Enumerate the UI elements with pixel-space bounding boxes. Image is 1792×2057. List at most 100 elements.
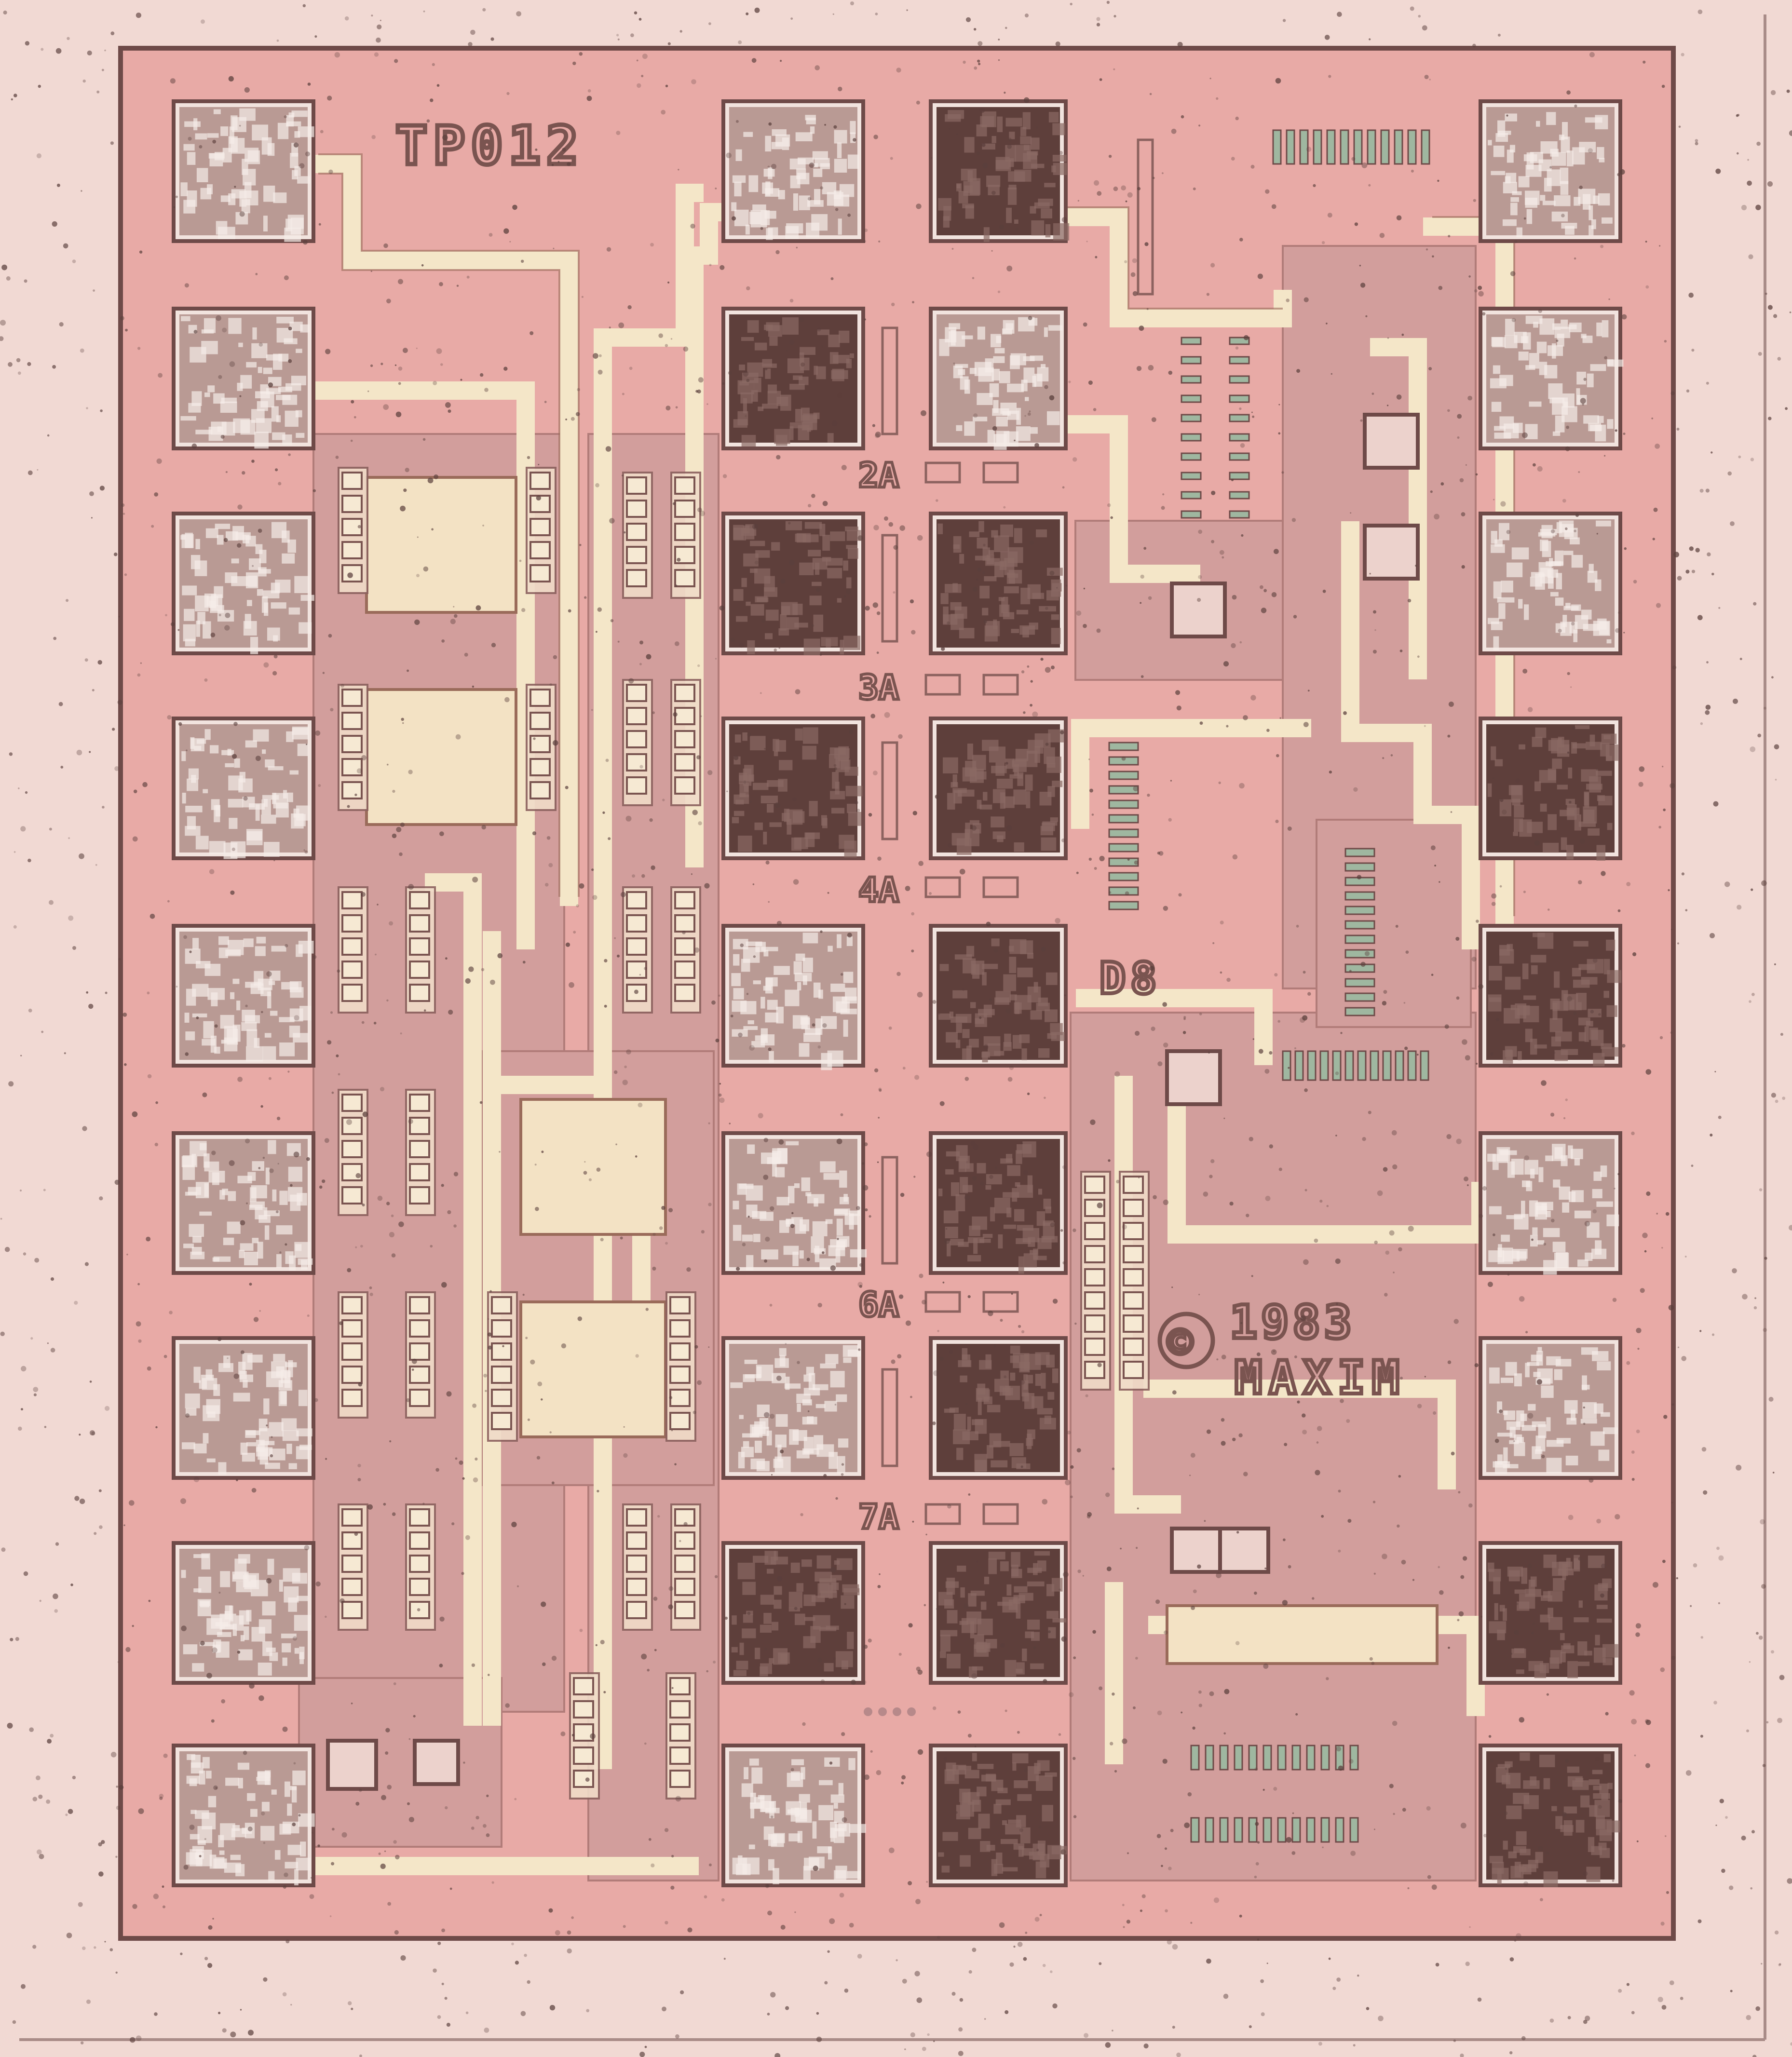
bond-pad-texture bbox=[290, 987, 304, 998]
dust-speck bbox=[1749, 1000, 1751, 1003]
bond-pad-texture bbox=[185, 1393, 200, 1408]
bond-pad-texture bbox=[765, 135, 772, 152]
dust-speck bbox=[1030, 704, 1033, 707]
dust-speck bbox=[1347, 1519, 1352, 1523]
dust-speck bbox=[1034, 443, 1039, 448]
dust-speck bbox=[126, 1254, 128, 1256]
transistor-contact bbox=[491, 1412, 512, 1430]
dust-speck bbox=[859, 1263, 863, 1267]
bond-pad-texture bbox=[271, 602, 286, 609]
dust-speck bbox=[1221, 1354, 1226, 1360]
dust-speck bbox=[130, 2037, 136, 2043]
bond-pad-texture bbox=[1514, 1214, 1529, 1230]
dust-speck bbox=[1181, 1711, 1183, 1714]
dust-speck bbox=[1685, 1770, 1692, 1776]
bond-pad-texture bbox=[286, 731, 294, 742]
dust-speck bbox=[839, 1893, 844, 1898]
channel-labels: 2A 3A 4A 6A 7A bbox=[857, 454, 900, 1538]
transistor-contact bbox=[573, 1746, 594, 1765]
dust-speck bbox=[1096, 23, 1100, 27]
bond-pad-texture bbox=[750, 1458, 765, 1470]
bond-pad-texture bbox=[1006, 1584, 1012, 1596]
dust-speck bbox=[1024, 1768, 1028, 1773]
dust-speck bbox=[230, 2031, 236, 2038]
bond-pad-texture bbox=[1506, 1421, 1520, 1430]
dust-speck bbox=[1287, 826, 1292, 831]
bond-pad-texture bbox=[1028, 1237, 1035, 1247]
resistor-element bbox=[1229, 472, 1250, 480]
dust-speck bbox=[945, 1228, 948, 1230]
bond-pad-texture bbox=[975, 1460, 987, 1472]
dust-speck bbox=[1489, 1759, 1493, 1763]
dust-speck bbox=[730, 1015, 733, 1018]
dust-speck bbox=[1431, 1884, 1437, 1890]
bond-pad-texture bbox=[287, 1803, 292, 1816]
dust-speck bbox=[87, 50, 92, 55]
transistor-contact bbox=[1084, 1268, 1105, 1286]
resistor-element bbox=[1108, 872, 1139, 881]
bond-pad-texture bbox=[1575, 1820, 1585, 1833]
bond-pad-texture bbox=[187, 152, 196, 165]
dust-speck bbox=[1705, 710, 1710, 715]
bond-pad-texture bbox=[733, 589, 744, 601]
dust-speck bbox=[220, 434, 225, 439]
bond-pad-texture bbox=[765, 609, 779, 621]
resistor-element bbox=[1108, 771, 1139, 780]
bond-pad-texture bbox=[1494, 1603, 1498, 1620]
dust-speck bbox=[1163, 906, 1168, 911]
resistor-element bbox=[1320, 1817, 1330, 1843]
bond-pad-texture bbox=[197, 1840, 206, 1845]
dust-speck bbox=[50, 1348, 55, 1353]
dust-speck bbox=[1636, 1429, 1640, 1434]
dust-speck bbox=[579, 883, 584, 889]
resistor-element bbox=[1282, 1050, 1291, 1081]
dust-speck bbox=[153, 1894, 159, 1899]
bond-pad-texture bbox=[744, 1359, 758, 1364]
dust-speck bbox=[1411, 169, 1414, 173]
dust-speck bbox=[569, 982, 574, 988]
bond-pad-texture bbox=[1030, 137, 1040, 150]
bond-pad-texture bbox=[958, 369, 965, 375]
dust-speck bbox=[1718, 607, 1721, 609]
dust-speck bbox=[8, 362, 13, 367]
dust-speck bbox=[665, 84, 668, 87]
dust-speck bbox=[988, 1311, 993, 1316]
bond-pad-texture bbox=[1566, 150, 1574, 167]
dust-speck bbox=[617, 640, 620, 643]
transistor-contact bbox=[1084, 1245, 1105, 1263]
bond-pad-texture bbox=[850, 121, 856, 134]
transistor-contact bbox=[491, 1389, 512, 1407]
dust-speck bbox=[1148, 365, 1154, 371]
bond-pad-texture bbox=[1536, 341, 1547, 353]
bond-pad-texture bbox=[246, 1442, 257, 1447]
dust-speck bbox=[336, 1054, 339, 1057]
bond-pad-texture bbox=[790, 175, 801, 189]
dust-speck bbox=[1170, 780, 1172, 782]
channel-label-4a: 4A bbox=[858, 870, 899, 910]
bond-pad-texture bbox=[1597, 795, 1605, 801]
dust-speck bbox=[225, 471, 228, 474]
dust-speck bbox=[68, 1809, 73, 1814]
resistor-element bbox=[1108, 785, 1139, 795]
dust-speck bbox=[334, 52, 340, 58]
dust-speck bbox=[849, 730, 854, 734]
dust-speck bbox=[683, 1522, 688, 1526]
dust-speck bbox=[159, 1796, 163, 1800]
bond-pad-texture bbox=[1572, 968, 1581, 976]
bond-pad-texture bbox=[1023, 1374, 1028, 1390]
dust-speck bbox=[835, 1497, 838, 1500]
dust-speck bbox=[537, 1381, 543, 1387]
dust-speck bbox=[329, 1915, 332, 1917]
bond-pad-texture bbox=[1489, 1855, 1503, 1864]
dust-speck bbox=[1665, 1212, 1670, 1216]
bond-pad-texture bbox=[1051, 1846, 1067, 1854]
dust-speck bbox=[878, 1087, 882, 1091]
dust-speck bbox=[979, 107, 985, 113]
bond-pad-texture bbox=[1546, 561, 1561, 567]
transistor-contact bbox=[491, 1296, 512, 1314]
resistor-element bbox=[1294, 1050, 1304, 1081]
bond-pad-texture bbox=[964, 421, 975, 436]
dust-speck bbox=[306, 744, 308, 745]
dust-speck bbox=[603, 1691, 606, 1693]
bond-pad-texture bbox=[257, 589, 263, 596]
